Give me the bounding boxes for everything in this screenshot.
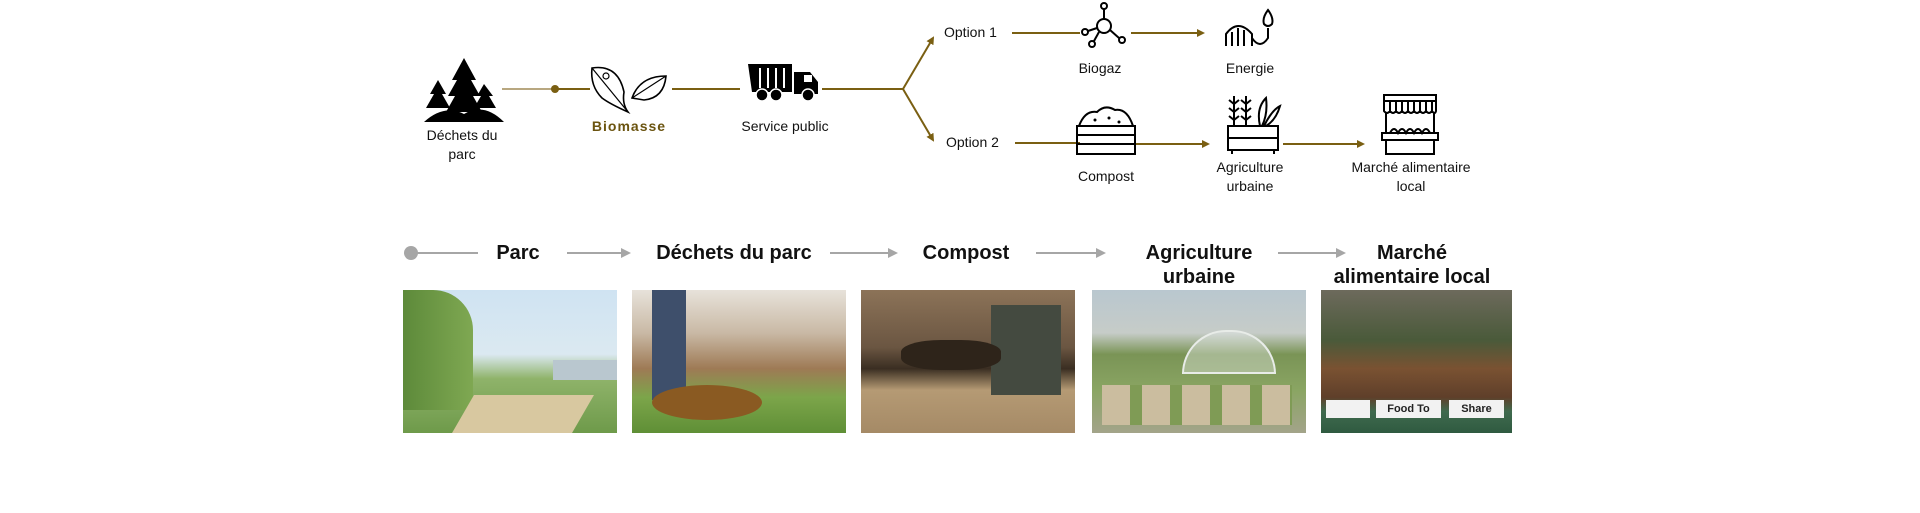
raking-leaves-photo: [632, 290, 846, 433]
park-photo: [403, 290, 617, 433]
service-public-label: Service public: [741, 118, 829, 134]
leaves-icon: [590, 66, 667, 114]
biogaz-label: Biogaz: [1078, 60, 1122, 76]
energie-label: Energie: [1225, 60, 1275, 76]
step-dechets: Déchets du parc: [656, 242, 812, 264]
step-parc: Parc: [496, 242, 540, 264]
forest-icon: [424, 58, 504, 122]
raised-bed-photo: Food To Share: [1321, 290, 1512, 433]
compost-label: Compost: [1077, 168, 1135, 184]
arrow-option2: [902, 88, 935, 142]
market-stall-icon: [1381, 94, 1439, 155]
flow-connectors: [502, 29, 1365, 148]
compost-crate-icon: [1076, 106, 1136, 155]
option2-label: Option 2: [946, 134, 999, 150]
arrow-option1: [902, 36, 935, 90]
step-arrows: [404, 246, 1346, 260]
urban-garden-photo: [1092, 290, 1306, 433]
step-compost: Compost: [922, 242, 1010, 264]
molecule-icon: [1081, 2, 1126, 48]
sign-share: Share: [1449, 400, 1504, 418]
option1-label: Option 1: [944, 24, 997, 40]
compost-bin-photo: [861, 290, 1075, 433]
gas-energy-icon: [1225, 8, 1274, 46]
biomasse-label: Biomasse: [591, 118, 667, 134]
sign-food-to: Food To: [1376, 400, 1441, 418]
garbage-truck-icon: [748, 64, 818, 102]
planter-icon: [1227, 95, 1282, 154]
